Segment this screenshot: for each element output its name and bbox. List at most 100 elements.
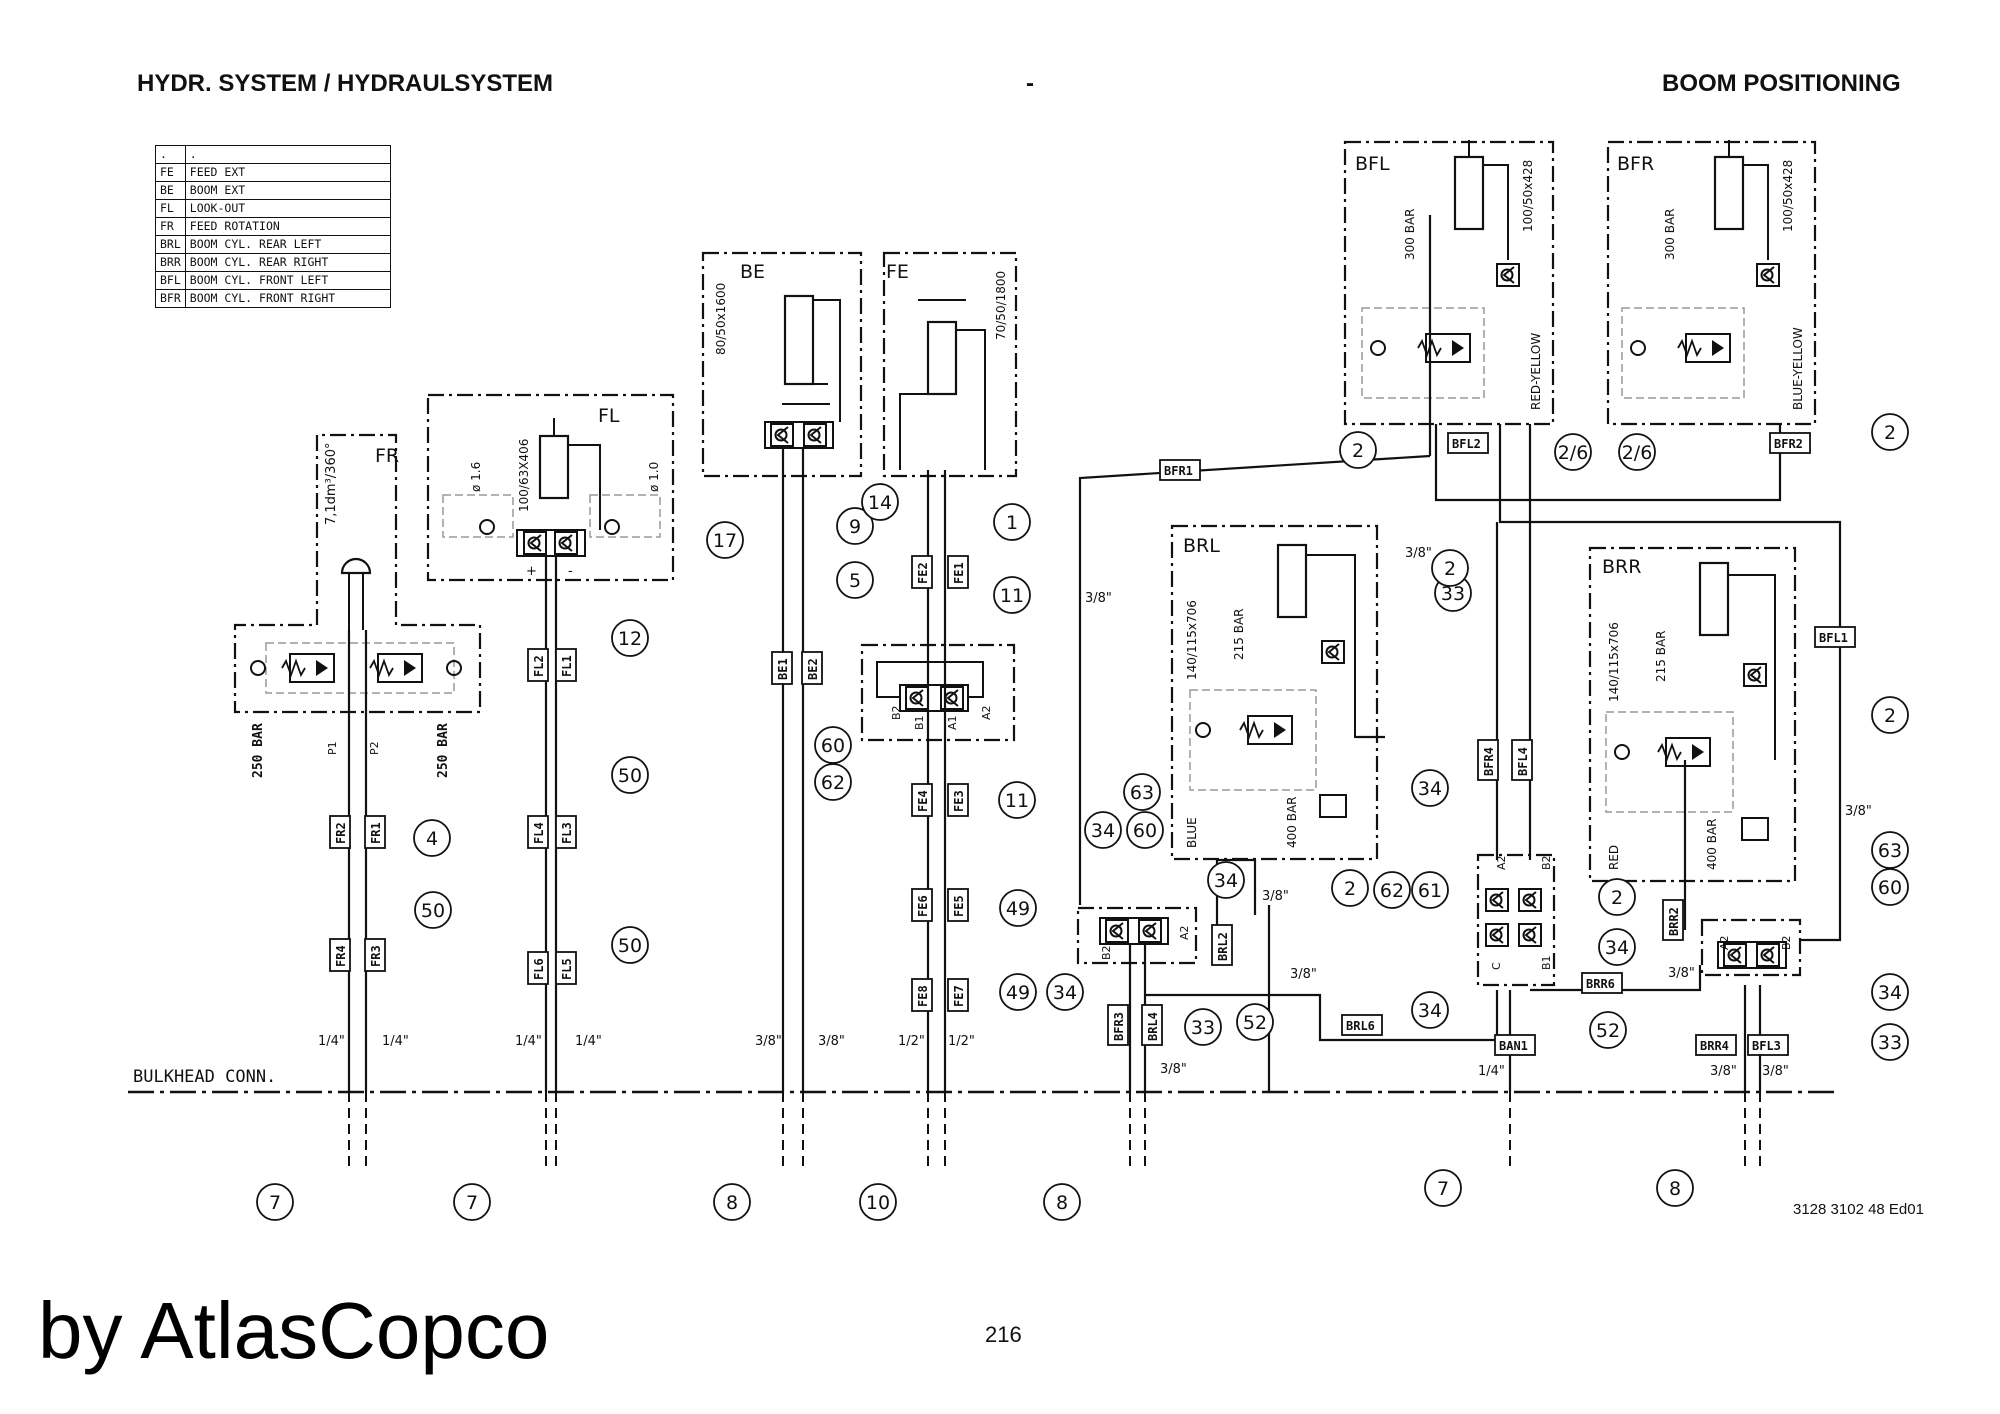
brl-relief2: 400 BAR xyxy=(1285,797,1299,849)
brr-cylinder-unit: BRR 140/115x706 215 BAR 400 BAR RED xyxy=(1588,546,1797,883)
brl-relief: 215 BAR xyxy=(1232,609,1246,661)
callout-number: 2/6 xyxy=(1622,442,1653,464)
callout-bubble: 9 xyxy=(836,507,874,545)
hose-tag-text: BFR1 xyxy=(1164,464,1193,478)
bfr-unit-spec: 100/50x428 xyxy=(1781,160,1795,232)
fr-rotation-unit: FR 7,1dm³/360° 250 BAR 250 BAR P1 P2 xyxy=(233,433,482,778)
hose-tag: BFL2 xyxy=(1447,432,1489,454)
hose-tag: BE2 xyxy=(801,651,823,685)
fr-port-p1: P1 xyxy=(326,741,339,755)
callout-number: 49 xyxy=(1006,982,1030,1004)
header-left-title: HYDR. SYSTEM / HYDRAULSYSTEM xyxy=(137,70,554,97)
brr-unit-spec: 140/115x706 xyxy=(1607,622,1621,702)
callout-bubble: 8 xyxy=(1043,1183,1081,1221)
callout-bubble: 2/6 xyxy=(1554,433,1592,471)
brl-unit-name: BRL xyxy=(1183,535,1220,557)
boom-valve-blocks: B2 A2 A2 B2 C B1 A2 B2 xyxy=(1076,853,1802,987)
fe-feed-ext-unit: FE 70/50/1800 xyxy=(882,251,1018,478)
callout-number: 8 xyxy=(726,1192,738,1214)
hose-size-label: 3/8" xyxy=(818,1034,845,1049)
brr-block-port-b2: B2 xyxy=(1780,935,1793,950)
legend-desc: BOOM CYL. REAR RIGHT xyxy=(184,253,391,272)
page-number: 216 xyxy=(985,1322,1022,1347)
callout-number: 50 xyxy=(618,765,642,787)
callout-number: 33 xyxy=(1191,1017,1215,1039)
hose-tag: BRL2 xyxy=(1211,924,1233,966)
callout-bubble: 10 xyxy=(859,1183,897,1221)
hose-tag-text: BFL2 xyxy=(1452,437,1481,451)
hose-tag-text: FR3 xyxy=(369,945,383,967)
fe-unit-spec: 70/50/1800 xyxy=(994,271,1008,340)
fl-lookout-unit: FL 100/63X406 ø 1.6 ø 1.0 + - xyxy=(426,393,675,582)
callout-number: 61 xyxy=(1418,880,1442,902)
fe-port-a2: A2 xyxy=(980,705,993,720)
hose-tag-text: BFL3 xyxy=(1752,1039,1781,1053)
fe-port-b1: B1 xyxy=(913,715,926,730)
fl-unit-name: FL xyxy=(598,405,620,427)
be-boom-ext-unit: BE 80/50x1600 xyxy=(701,251,863,478)
fe-port-a1: A1 xyxy=(946,715,959,730)
callout-bubble: 14 xyxy=(861,483,899,521)
be-unit-name: BE xyxy=(740,261,765,283)
hose-tag: FE8 xyxy=(911,978,933,1012)
callout-number: 50 xyxy=(618,935,642,957)
hose-tag: BRR6 xyxy=(1581,972,1623,994)
callout-bubble: 2 xyxy=(1871,696,1909,734)
callout-bubble: 62 xyxy=(814,763,852,801)
callout-number: 60 xyxy=(821,735,845,757)
callout-number: 4 xyxy=(426,828,438,850)
fr-relief-right: 250 BAR xyxy=(436,723,451,778)
hose-tag: FL6 xyxy=(527,951,549,985)
hose-tag-text: FL4 xyxy=(532,822,546,844)
legend-desc: FEED EXT xyxy=(184,163,391,182)
hose-tag-text: FE8 xyxy=(916,985,930,1007)
callout-bubble: 2 xyxy=(1431,549,1469,587)
hose-tag: BRL4 xyxy=(1141,1004,1163,1046)
hose-tag-text: BAN1 xyxy=(1499,1039,1528,1053)
callout-bubble: 49 xyxy=(999,973,1037,1011)
callout-bubble: 49 xyxy=(999,889,1037,927)
hose-tag-text: BE2 xyxy=(806,658,820,680)
callout-number: 34 xyxy=(1878,982,1902,1004)
hose-tag: FL2 xyxy=(527,648,549,682)
fe-port-b2: B2 xyxy=(890,705,903,720)
callout-bubble: 61 xyxy=(1411,871,1449,909)
callout-bubble: 34 xyxy=(1411,769,1449,807)
callout-number: 1 xyxy=(1006,512,1018,534)
legend-code: BFL xyxy=(155,271,186,290)
fl-orifice-left: ø 1.6 xyxy=(469,462,483,492)
callout-bubble: 8 xyxy=(1656,1169,1694,1207)
brl-block-port-b2: B2 xyxy=(1100,945,1113,960)
callout-number: 12 xyxy=(618,628,642,650)
hose-tag: FL5 xyxy=(555,951,577,985)
callout-number: 17 xyxy=(713,530,737,552)
callout-bubble: 60 xyxy=(1126,811,1164,849)
hose-tag-text: BFL1 xyxy=(1819,631,1848,645)
hose-size-label: 1/2" xyxy=(948,1034,975,1049)
callout-bubble: 2 xyxy=(1331,869,1369,907)
callout-bubble: 2 xyxy=(1339,431,1377,469)
callout-bubble: 52 xyxy=(1589,1011,1627,1049)
callout-bubble: 34 xyxy=(1871,973,1909,1011)
hose-tag-text: FL5 xyxy=(560,958,574,980)
callout-number: 2 xyxy=(1884,705,1896,727)
callout-bubble: 12 xyxy=(611,619,649,657)
callout-number: 34 xyxy=(1418,778,1442,800)
callout-number: 33 xyxy=(1441,583,1465,605)
callout-bubble: 52 xyxy=(1236,1003,1274,1041)
callout-bubble: 33 xyxy=(1871,1023,1909,1061)
legend-desc: BOOM EXT xyxy=(184,181,391,200)
callout-number: 60 xyxy=(1133,820,1157,842)
callout-bubble: 5 xyxy=(836,561,874,599)
callout-number: 10 xyxy=(866,1192,890,1214)
hose-size-label: 1/4" xyxy=(575,1034,602,1049)
hose-tag-text: BFR4 xyxy=(1482,747,1496,776)
hose-tag: FL3 xyxy=(555,815,577,849)
callout-bubble: 63 xyxy=(1871,831,1909,869)
callout-bubble: 11 xyxy=(998,781,1036,819)
brr-relief: 215 BAR xyxy=(1654,631,1668,683)
hose-size-label: 1/4" xyxy=(318,1034,345,1049)
